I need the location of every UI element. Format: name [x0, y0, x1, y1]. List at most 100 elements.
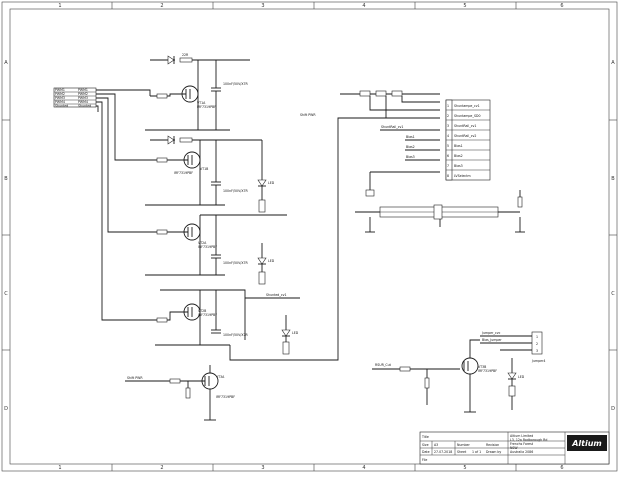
resistor — [282, 341, 290, 355]
transistor-ref: VT1A — [197, 101, 206, 105]
transistor-part: IRF7319PBF — [216, 395, 235, 399]
pin-number: 1 — [536, 335, 538, 339]
transistor-part: IRF7319PBF — [197, 105, 216, 109]
stage-5: Shift PWR VT3A IRF7319PBF — [125, 365, 235, 421]
transistor-part: IRF7319PBF — [198, 313, 217, 317]
revision-label: Revision — [486, 443, 499, 447]
jumper-line: Bias_Jumper — [482, 338, 502, 342]
number-label: Number — [457, 443, 470, 447]
block-label: ShuntRail_cv2 — [454, 134, 476, 138]
pin-number: 3 — [536, 349, 538, 353]
resistor — [258, 271, 266, 285]
col-label: 6 — [560, 465, 563, 471]
resistor-value: 22R — [182, 53, 189, 57]
company-address: Australia 2086 — [510, 450, 533, 454]
net-label: RSUR_Cut — [375, 363, 392, 367]
resistor — [391, 90, 403, 97]
capacitor-label: 100nF/50V/X7R — [223, 261, 249, 265]
resistor — [156, 93, 168, 99]
header-signal: PWM4 — [78, 100, 88, 104]
transistor-ref: VT2A — [198, 241, 207, 245]
size-value: A3 — [434, 443, 438, 447]
row-label: D — [4, 406, 8, 412]
header-signal: Shunted — [55, 104, 68, 108]
capacitor-label: 100nF/50V/X7R — [223, 189, 249, 193]
resistor — [424, 377, 430, 389]
col-label: 1 — [58, 465, 61, 471]
row-label: D — [611, 406, 615, 412]
pin-number: 2 — [447, 114, 449, 118]
capacitor — [365, 189, 375, 197]
jumper-connector: Jumper_cvc Bias_Jumper 1 2 3 Jumper4 — [480, 331, 545, 363]
net-label: Shift PWR — [300, 113, 316, 117]
transistor-ref: VT3B — [478, 365, 486, 369]
led-label: LED — [292, 331, 299, 335]
row-label: A — [611, 60, 615, 66]
sheet-value: 1 of 1 — [472, 450, 481, 454]
led-icon — [281, 329, 291, 337]
block-label: Shuntampe_cv1 — [454, 104, 480, 108]
capacitor-label: 100nF/50V/X7R — [223, 333, 249, 337]
net-label: Shunted_cv1 — [266, 293, 287, 297]
block-label: LVSelectm — [454, 174, 471, 178]
header-signal: PWM3 — [78, 96, 88, 100]
stage-6: RSUR_Cut VT3B IRF7319PBF LED — [372, 339, 525, 413]
header-signal: PWM4 — [55, 100, 65, 104]
header-signal: PWM2 — [55, 92, 65, 96]
company-address: L3, 12a Rodborough Rd — [510, 438, 547, 442]
led-label: LED — [268, 259, 275, 263]
company-address: Frenchs Forest — [510, 442, 534, 446]
header-signal: PWM2 — [78, 92, 88, 96]
stage-3: VT2A IRF7319PBF 100nF/50V/X7R LED — [145, 214, 287, 285]
transistor-part: IRF7319PBF — [174, 171, 193, 175]
net-label: Bias3 — [406, 155, 415, 159]
transistor-ref: VT2B — [198, 309, 206, 313]
connector-name: Jumper4 — [531, 359, 545, 363]
pin-number: 4 — [447, 134, 449, 138]
title-block: Title Size A3 Number Revision Date 27.07… — [419, 431, 610, 465]
resistor — [156, 157, 168, 163]
block-label: Bias2 — [454, 154, 463, 158]
led-diode-icon — [167, 135, 175, 145]
transistor-ref: VT1B — [200, 167, 208, 171]
resistor — [517, 196, 523, 208]
resistor — [169, 378, 181, 384]
led-label: LED — [518, 375, 525, 379]
date-value: 27.07.2018 — [434, 450, 452, 454]
altium-logo-text: Altium — [571, 439, 602, 448]
header-signal: Shunted — [78, 104, 91, 108]
resistor — [185, 387, 191, 399]
transistor-ref: VT3A — [216, 375, 225, 379]
resistor — [375, 90, 387, 97]
pin-number: 7 — [447, 164, 449, 168]
file-label: File — [422, 458, 427, 462]
title-label: Title — [421, 435, 429, 439]
date-label: Date — [422, 450, 430, 454]
pin-number: 5 — [447, 144, 449, 148]
col-label: 3 — [261, 3, 264, 9]
resistor — [359, 90, 371, 97]
led-label: LED — [268, 181, 275, 185]
right-connector-block: 1 2 3 4 5 6 7 8 Shuntampe_cv1 Shuntampe_… — [340, 90, 491, 181]
row-label: A — [4, 60, 8, 66]
stage-2: VT1B IRF7319PBF 100nF/50V/X7R LED — [145, 135, 275, 213]
col-label: 6 — [560, 3, 563, 9]
col-label: 5 — [463, 3, 466, 9]
col-label: 5 — [463, 465, 466, 471]
header-signal: PWM3 — [55, 96, 65, 100]
row-label: B — [611, 176, 615, 182]
resistor — [508, 385, 516, 397]
jumper-line: Jumper_cvc — [481, 331, 501, 335]
led-icon — [507, 372, 517, 380]
left-wiring — [96, 89, 151, 321]
transistor-part: IRF7319PBF — [198, 245, 217, 249]
resistor — [258, 199, 266, 213]
block-label: Bias3 — [454, 164, 463, 168]
col-label: 4 — [362, 465, 365, 471]
company-address: NSW — [510, 446, 518, 450]
pin-number: 8 — [447, 174, 449, 178]
resistor — [399, 366, 411, 372]
